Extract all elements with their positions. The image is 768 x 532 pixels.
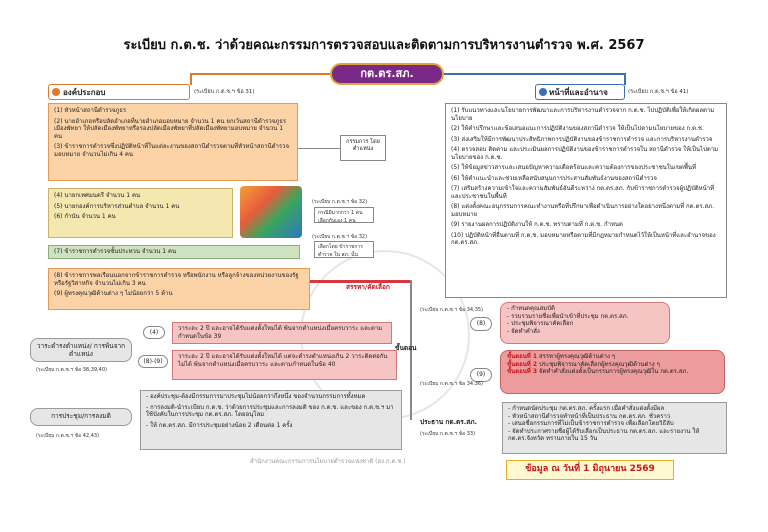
duty-item: (5) ให้ข้อมูลข่าวสารและเสนอปัญหาความเดือ… (451, 164, 696, 171)
step8-point: - ประชุมพิจารณาคัดเลือก (507, 320, 574, 327)
chair-label: ประธาน กต.ตร.สภ. (420, 418, 477, 426)
connector-line (298, 148, 340, 149)
step9-line: ขั้นตอนที่ 2 ประชุมพิจารณาคัดเลือกผู้ทรง… (507, 360, 660, 368)
duty-item: (10) ปฏิบัติหน้าที่อื่นตามที่ ก.ต.ช. มอบ… (451, 231, 716, 247)
meeting-point: - องค์ประชุม-ต้องมีกรรมการมาประชุมไม่น้อ… (146, 393, 366, 400)
step9-tag: (9) (470, 368, 492, 382)
duty-item: (4) ตรวจสอบ ติดตาม และประเมินผลการปฏิบัต… (451, 146, 719, 161)
step8-ref: (ระเบียบ ก.ต.ช.ฯ ข้อ 34,35) (420, 307, 484, 313)
composition-item: (9) ผู้ทรงคุณวุฒิด้านต่าง ๆ ไม่น้อยกว่า … (54, 290, 173, 297)
connector-line (444, 73, 624, 75)
step8-point: - จัดทำคำสั่ง (507, 327, 540, 335)
steps-label: ขั้นตอน (395, 344, 417, 352)
duty-item: (8) แต่งตั้งคณะอนุกรรมการคณะทำงานหรือที่… (451, 203, 715, 218)
connector-line (410, 280, 412, 420)
step9-line: ขั้นตอนที่ 1 สรรหาผู้ทรงคุณวุฒิด้านต่าง … (507, 353, 616, 360)
committee-label: กรรมการ โดยตำแหน่ง (340, 135, 386, 161)
duties-box: (1) รับแนวทางและนโยบายการพัฒนาและการบริห… (445, 103, 727, 298)
center-badge: กต.ตร.สภ. (330, 63, 444, 85)
step9-line: ขั้นตอนที่ 3 จัดทำคำสั่งแต่งตั้งเป็นกรรม… (507, 368, 689, 375)
chair-point: - จัดทำประกาศรายชื่อผู้ได้รับเลือกเป็นปร… (508, 427, 700, 443)
duty-item: (9) รายงานผลการปฏิบัติงานให้ ก.ต.ช. ทราบ… (451, 221, 623, 228)
duty-item: (2) ให้คำปรึกษาและข้อเสนอแนะการปฏิบัติงา… (451, 125, 704, 132)
meeting-ref: (ระเบียบ ก.ต.ช.ฯ ข้อ 42,43) (36, 433, 100, 439)
connector-line (190, 73, 192, 85)
chair-ref: (ระเบียบ ก.ต.ช.ฯ ข้อ 33) (420, 431, 476, 437)
composition-recruit-box: (8) ข้าราชการพลเรือนนอกจากข้าราชการตำรวจ… (48, 268, 310, 310)
date-note: ข้อมูล ณ วันที่ 1 มิถุนายน 2569 (506, 460, 674, 480)
composition-selected-box: (4) นายกเทศมนตรี จำนวน 1 คน (5) นายกองค์… (48, 188, 233, 238)
connector-line (624, 73, 626, 85)
puzzle-illustration (240, 186, 302, 238)
duty-item: (7) เสริมสร้างความเข้าใจและความสัมพันธ์อ… (451, 185, 715, 200)
composition-ref: (ระเบียบ ก.ต.ช.ฯ ข้อ 31) (194, 89, 255, 95)
footer-agency: สำนักงานคณะกรรมการนโยบายตำรวจแห่งชาติ (ส… (250, 458, 406, 465)
step9-ref: (ระเบียบ ก.ต.ช.ฯ ข้อ 34,36) (420, 381, 484, 387)
step8-tag: (8) (470, 317, 492, 331)
connector-line (190, 73, 330, 75)
step9-box: ขั้นตอนที่ 1 สรรหาผู้ทรงคุณวุฒิด้านต่าง … (500, 350, 725, 394)
meeting-point: - ให้ กต.ตร.สภ. มีการประชุมอย่างน้อย 2 เ… (146, 421, 293, 429)
duties-ref: (ระเบียบ ก.ต.ช.ฯ ข้อ 41) (628, 89, 689, 95)
term-text-b: วาระละ 2 ปี และอาจได้รับแต่งตั้งใหม่ได้ … (172, 350, 397, 380)
term-tag-b: (8)-(9) (138, 355, 168, 368)
selection-note: เลือกโดย ข้าราชการตำรวจ ใน สภ. นั้น (314, 241, 374, 258)
composition-item: (5) นายกองค์การบริหารส่วนตำบล จำนวน 1 คน (54, 202, 180, 210)
step8-point: - กำหนดคุณสมบัติ (507, 305, 555, 312)
composition-item: (4) นายกเทศมนตรี จำนวน 1 คน (54, 192, 141, 199)
meeting-box: - องค์ประชุม-ต้องมีกรรมการมาประชุมไม่น้อ… (140, 390, 402, 450)
composition-item: (3) ข้าราชการตำรวจซึ่งปฏิบัติหน้าที่ในแต… (54, 143, 289, 158)
chair-point: - หัวหน้าสถานีตำรวจทำหน้าที่เป็นประธาน ก… (508, 412, 671, 420)
duty-item: (1) รับแนวทางและนโยบายการพัฒนาและการบริห… (451, 107, 715, 122)
composition-header: องค์ประกอบ (48, 84, 190, 100)
recruit-label: สรรหา/คัดเลือก (346, 283, 390, 291)
composition-item: (8) ข้าราชการพลเรือนนอกจากข้าราชการตำรวจ… (54, 272, 299, 287)
composition-item7: (7) ข้าราชการตำรวจชั้นประทวน จำนวน 1 คน (48, 245, 300, 259)
selection-ref: (ระเบียบ ก.ต.ช.ฯ ข้อ 32) (312, 199, 368, 205)
meeting-label: การประชุม/การลงมติ (30, 408, 132, 426)
duties-header: หน้าที่และอำนาจ (535, 84, 625, 100)
composition-main-box: (1) หัวหน้าสถานีตำรวจภูธร (2) นายอำเภอหร… (48, 103, 298, 181)
duty-item: (3) ส่งเสริมให้มีการพัฒนาประสิทธิภาพการป… (451, 135, 713, 143)
chair-point: - เสนอชื่อกรรมการที่ไม่เป็นข้าราชการตำรว… (508, 420, 674, 427)
step8-point: - รวบรวมรายชื่อเพื่อนำเข้าที่ประชุม กต.ต… (507, 312, 629, 320)
bullet-icon (539, 88, 547, 96)
step8-box: - กำหนดคุณสมบัติ - รวบรวมรายชื่อเพื่อนำเ… (500, 302, 670, 344)
selection-note: กรณีมีมากกว่า 1 คน เลือกกันเอง 1 คน (314, 207, 374, 224)
composition-item: (2) นายอำเภอหรือปลัดอำเภอที่นายอำเภอมอบห… (54, 117, 287, 140)
composition-item: (1) หัวหน้าสถานีตำรวจภูธร (54, 107, 127, 114)
chair-box: - กำหนดนัดประชุม กต.ตร.สภ. ครั้งแรก เมื่… (502, 402, 727, 454)
composition-item: (6) กำนัน จำนวน 1 คน (54, 213, 116, 220)
selection-ref: (ระเบียบ ก.ต.ช.ฯ ข้อ 32) (312, 234, 368, 240)
chair-point: - กำหนดนัดประชุม กต.ตร.สภ. ครั้งแรก เมื่… (508, 405, 665, 412)
bullet-icon (52, 88, 60, 96)
term-tag-a: (4) (143, 326, 165, 339)
page-title: ระเบียบ ก.ต.ช. ว่าด้วยคณะกรรมการตรวจสอบแ… (123, 38, 645, 53)
term-ref: (ระเบียบ ก.ต.ช.ฯ ข้อ 38,39,40) (36, 367, 107, 373)
meeting-point: - การลงมติ-นำระเบียบ ก.ต.ช. ว่าด้วยการปร… (146, 403, 394, 419)
term-text-a: วาระละ 2 ปี และอาจได้รับแต่งตั้งใหม่ได้ … (172, 322, 392, 344)
recruit-arrow (310, 280, 410, 283)
term-label: วาระดำรงตำแหน่ง/ การพ้นจากตำแหน่ง (30, 338, 132, 362)
duty-item: (6) ให้คำแนะนำและช่วยเหลือสนับสนุนการประ… (451, 174, 657, 182)
